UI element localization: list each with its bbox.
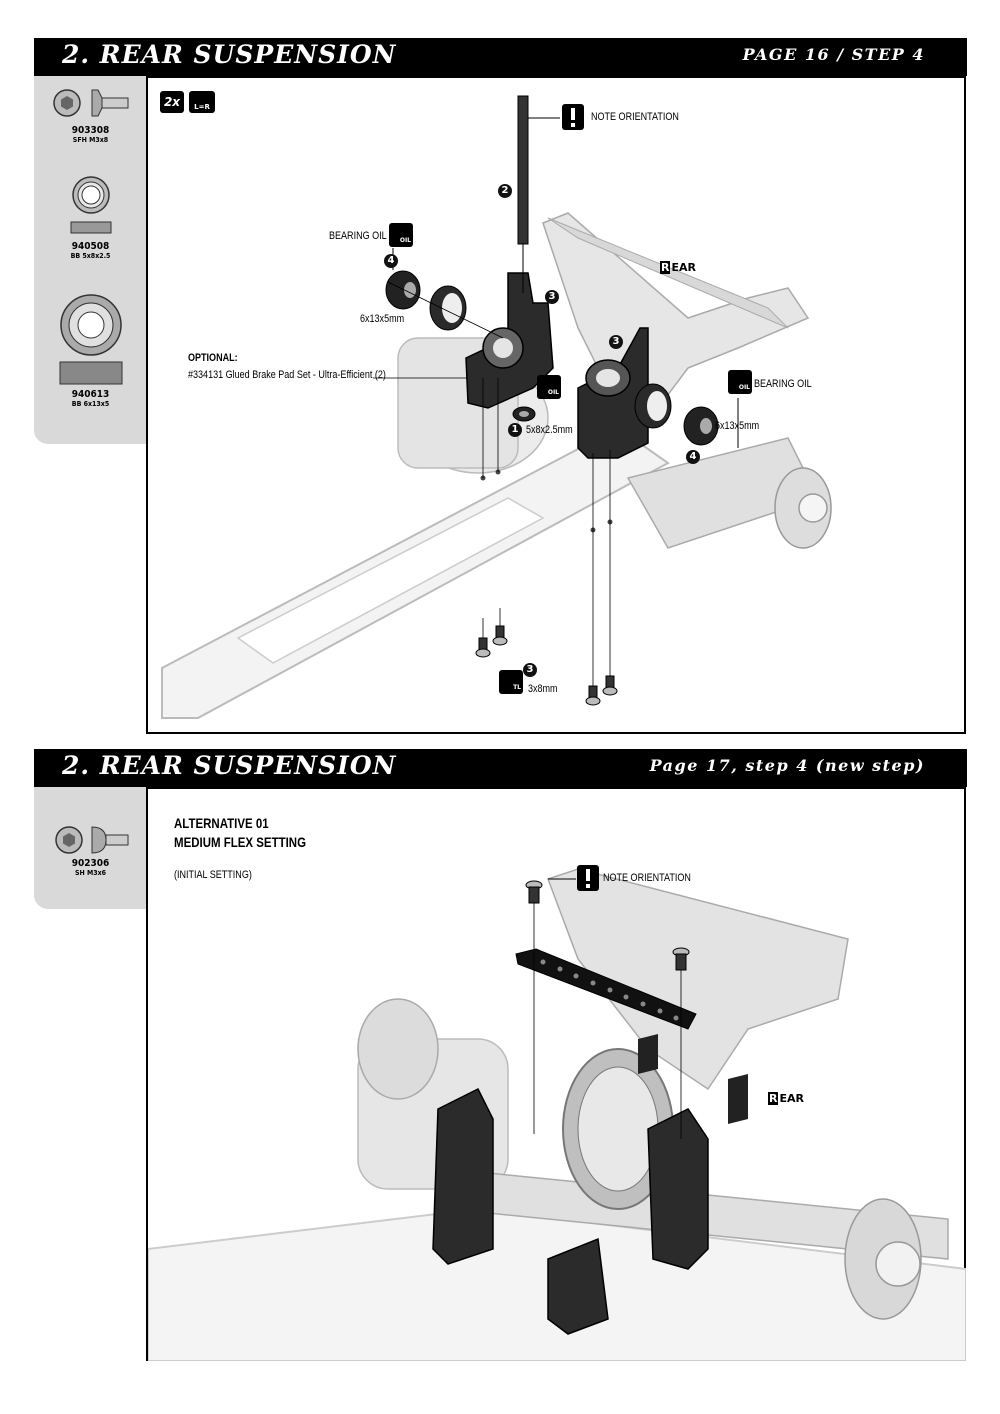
note-orientation-label-2: NOTE ORIENTATION	[603, 872, 691, 884]
section2-header: 2. REAR SUSPENSION Page 17, step 4 (new …	[34, 749, 967, 787]
step-badge: 2	[498, 184, 512, 198]
note-orientation-label: NOTE ORIENTATION	[591, 111, 679, 123]
section1-page-ref: PAGE 16 / STEP 4	[742, 45, 925, 64]
step-badge: 3	[523, 663, 537, 677]
bearing-oil-label-left: BEARING OIL	[329, 230, 387, 242]
part-903308-label: 903308 SFH M3x8	[71, 125, 110, 144]
threadlock-icon: TL	[499, 670, 523, 694]
section2-illustration-frame: ALTERNATIVE 01 MEDIUM FLEX SETTING (INIT…	[146, 787, 966, 1361]
small-ball-bearing-icon	[70, 176, 112, 234]
bearing-size-right: 6x13x5mm	[715, 420, 760, 432]
small-bearing-size: 5x8x2.5mm	[526, 424, 573, 436]
part-940613-label: 940613 BB 6x13x5	[71, 389, 110, 408]
step-badge: 4	[686, 450, 700, 464]
section1-parts-sidebar: 903308 SFH M3x8 940508 BB 5x8x2.5 940613…	[34, 76, 147, 444]
optional-text: #334131 Glued Brake Pad Set - Ultra-Effi…	[188, 369, 386, 381]
warning-exclamation-icon	[562, 104, 584, 130]
part-902306-label: 902306 SH M3x6	[71, 858, 110, 877]
step-badge: 4	[384, 254, 398, 268]
step-badge: 1	[508, 423, 522, 437]
medium-flex-setting-drawing	[148, 868, 966, 1361]
optional-title: OPTIONAL:	[188, 352, 238, 364]
screw-size-label: 3x8mm	[528, 683, 558, 695]
step-badge: 3	[545, 290, 559, 304]
bearing-size-left: 6x13x5mm	[360, 313, 405, 325]
section2-title: 2. REAR SUSPENSION	[62, 751, 397, 780]
part-940508-label: 940508 BB 5x8x2.5	[70, 241, 111, 260]
large-ball-bearing-icon	[59, 294, 123, 385]
step-badge: 3	[609, 335, 623, 349]
flat-head-screw-icon	[53, 89, 129, 117]
rear-suspension-exploded-drawing	[161, 95, 832, 719]
flex-setting-heading: MEDIUM FLEX SETTING	[174, 834, 307, 850]
section2-parts-sidebar: 902306 SH M3x6	[34, 787, 147, 909]
quantity-badge: 2x	[160, 91, 184, 113]
section2-page-ref: Page 17, step 4 (new step)	[649, 756, 925, 775]
section1-title: 2. REAR SUSPENSION	[62, 40, 397, 69]
warning-exclamation-icon-2	[577, 865, 599, 891]
bearing-oil-label-right: BEARING OIL	[754, 378, 812, 390]
section1-header: 2. REAR SUSPENSION PAGE 16 / STEP 4	[34, 38, 967, 76]
section1-illustration-frame: 2x L=R NOTE ORIENTATION BEARING OIL OIL …	[146, 76, 966, 734]
button-head-screw-icon	[55, 826, 129, 854]
lr-badge-text: L=R	[194, 103, 210, 111]
oil-bottle-icon-right: OIL	[728, 370, 752, 394]
oil-bottle-icon-center: OIL	[537, 375, 561, 399]
alternative-heading: ALTERNATIVE 01	[174, 815, 269, 831]
initial-setting-label: (INITIAL SETTING)	[174, 869, 252, 881]
oil-bottle-icon: OIL	[389, 223, 413, 247]
left-right-same-badge: L=R	[189, 91, 215, 113]
